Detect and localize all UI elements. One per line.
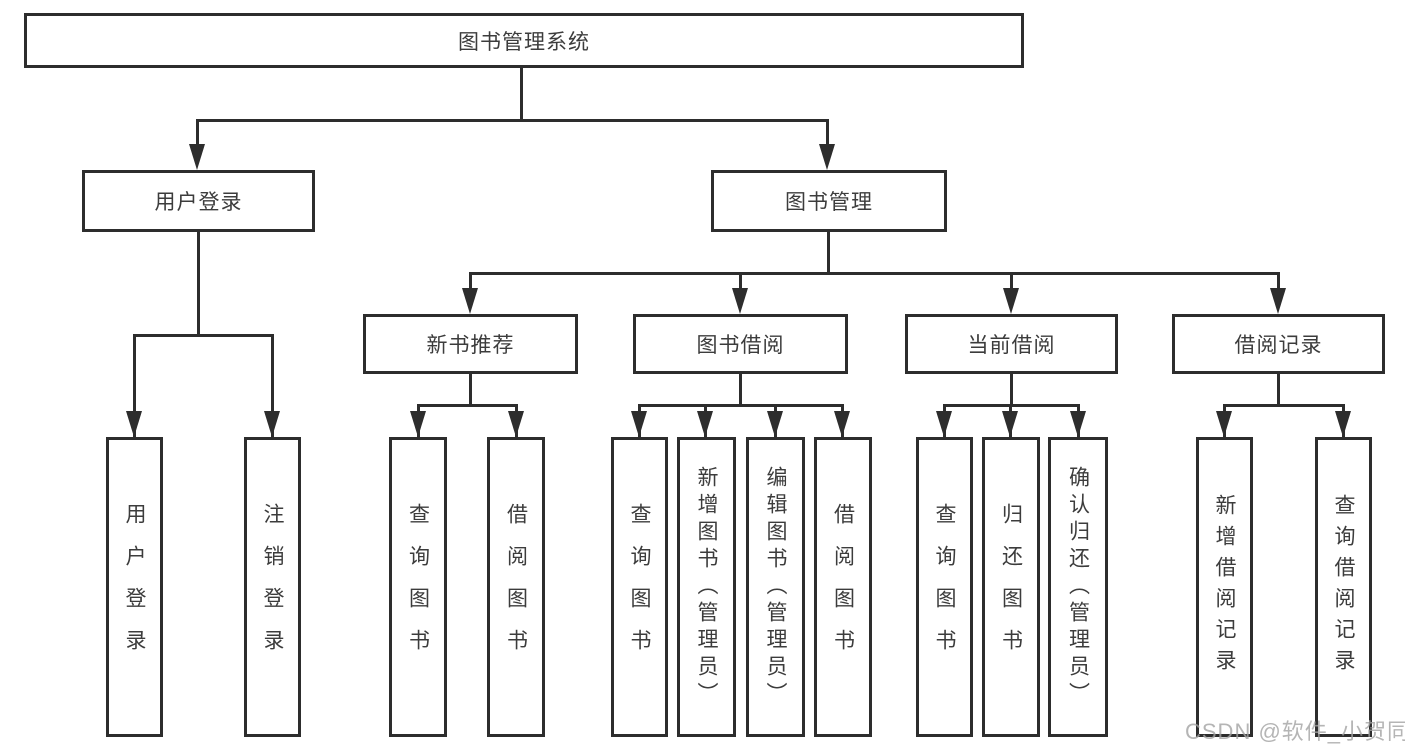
- node-new-book-recommend: 新书推荐: [363, 314, 578, 374]
- leaf-borrow-books-1: 借阅图书: [487, 437, 545, 737]
- edge: [739, 272, 742, 294]
- edge: [827, 232, 830, 275]
- node-book-borrow: 图书借阅: [633, 314, 848, 374]
- edge: [469, 374, 472, 407]
- edge: [133, 334, 136, 437]
- edge: [469, 272, 1280, 275]
- arrowhead: [1070, 411, 1086, 437]
- arrowhead: [1216, 411, 1232, 437]
- leaf-add-borrow-record: 新增借阅记录: [1196, 437, 1253, 737]
- node-current-borrow: 当前借阅: [905, 314, 1118, 374]
- leaf-logout: 注销登录: [244, 437, 301, 737]
- node-book-management: 图书管理: [711, 170, 947, 232]
- arrowhead: [631, 411, 647, 437]
- arrowhead: [1335, 411, 1351, 437]
- edge: [197, 232, 200, 337]
- node-borrow-records: 借阅记录: [1172, 314, 1385, 374]
- edge: [1277, 374, 1280, 407]
- edge: [133, 334, 274, 337]
- leaf-query-books-1: 查询图书: [389, 437, 447, 737]
- arrowhead: [1002, 411, 1018, 437]
- leaf-return-book: 归还图书: [982, 437, 1040, 737]
- arrowhead: [410, 411, 426, 437]
- edge: [271, 334, 274, 437]
- leaf-confirm-return-admin: 确认归还（管理员）: [1048, 437, 1108, 737]
- edge: [469, 272, 472, 294]
- leaf-query-books-3: 查询图书: [916, 437, 973, 737]
- arrowhead: [126, 411, 142, 437]
- arrowhead: [732, 288, 748, 314]
- node-root: 图书管理系统: [24, 13, 1024, 68]
- edge: [739, 374, 742, 407]
- arrowhead: [834, 411, 850, 437]
- leaf-borrow-books-2: 借阅图书: [814, 437, 872, 737]
- arrowhead: [264, 411, 280, 437]
- edge: [1010, 374, 1013, 407]
- arrowhead: [508, 411, 524, 437]
- leaf-edit-book-admin: 编辑图书（管理员）: [746, 437, 805, 737]
- edge: [1277, 272, 1280, 294]
- leaf-query-borrow-record: 查询借阅记录: [1315, 437, 1372, 737]
- node-user-login: 用户登录: [82, 170, 315, 232]
- leaf-user-login: 用户登录: [106, 437, 163, 737]
- arrowhead: [1270, 288, 1286, 314]
- arrowhead: [189, 144, 205, 170]
- edge: [417, 404, 518, 407]
- watermark: CSDN @软件_小贺同学: [1185, 719, 1405, 744]
- edge: [196, 119, 199, 151]
- edge: [520, 68, 523, 121]
- leaf-query-books-2: 查询图书: [611, 437, 668, 737]
- edge: [638, 404, 844, 407]
- arrowhead: [1003, 288, 1019, 314]
- arrowhead: [819, 144, 835, 170]
- arrowhead: [767, 411, 783, 437]
- arrowhead: [462, 288, 478, 314]
- edge: [826, 119, 829, 151]
- arrowhead: [936, 411, 952, 437]
- arrowhead: [697, 411, 713, 437]
- edge: [1223, 404, 1345, 407]
- edge: [1010, 272, 1013, 294]
- leaf-add-book-admin: 新增图书（管理员）: [677, 437, 736, 737]
- edge: [196, 119, 829, 122]
